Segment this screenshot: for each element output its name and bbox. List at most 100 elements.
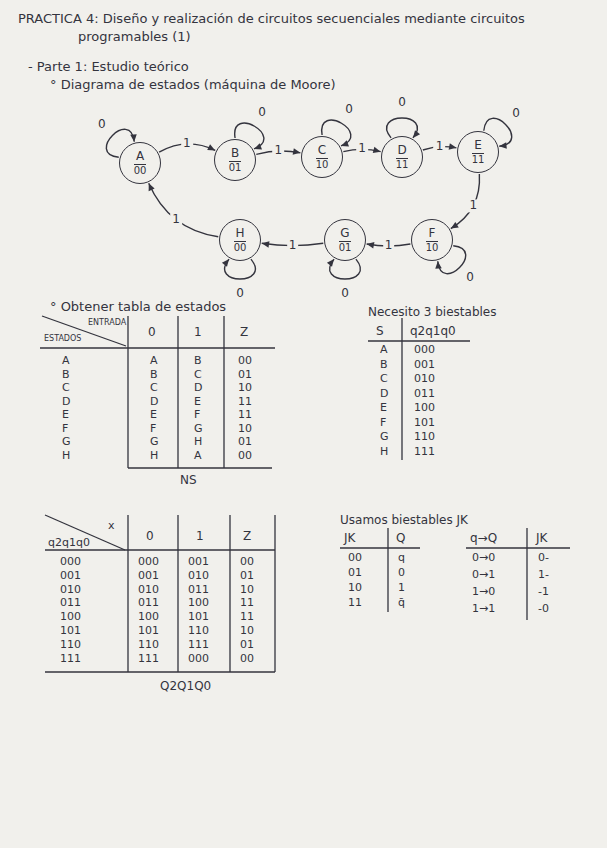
state-name: B [231, 147, 239, 160]
note-text: D [150, 396, 158, 409]
note-text: H [150, 450, 158, 463]
table-rule [274, 515, 275, 672]
state-circle: A00 [119, 142, 161, 184]
state-output: 01 [339, 241, 352, 254]
note-text: 1 [194, 326, 202, 340]
transition-line [387, 118, 418, 138]
note-text: F [62, 423, 68, 436]
arrow-head [373, 147, 381, 153]
note-text: JK [536, 532, 547, 546]
note-text: 010 [60, 584, 81, 597]
transition-label: 0 [396, 96, 408, 109]
note-text: 111 [138, 653, 159, 666]
page-title: PRACTICA 4: Diseño y realización de circ… [18, 10, 598, 45]
note-text: 10 [348, 582, 362, 595]
note-text: 1→1 [472, 603, 495, 616]
note-text: E [150, 409, 157, 422]
arrow-head [449, 143, 457, 149]
note-text: 101 [60, 625, 81, 638]
note-text: Z [240, 326, 248, 340]
note-text: 01 [240, 639, 254, 652]
table-rule [401, 318, 402, 460]
note-text: A [380, 344, 388, 357]
note-text: 0→0 [472, 552, 495, 565]
table-rule [368, 340, 470, 341]
transition-label: 1 [170, 213, 182, 226]
transition-label: 0 [464, 272, 476, 285]
table-rule [387, 528, 388, 612]
table-rule [40, 347, 275, 348]
table-rule [177, 515, 178, 672]
note-text: C [194, 369, 202, 382]
note-text: 1 [398, 582, 405, 595]
note-text: 000 [138, 556, 159, 569]
state-circle: G01 [324, 219, 366, 261]
note-text: 011 [414, 388, 435, 401]
note-text: - Parte 1: Estudio teórico [28, 60, 189, 75]
note-text: 00 [238, 450, 252, 463]
transition-label: 1 [383, 239, 395, 252]
note-text: 01 [348, 567, 362, 580]
transition-label: 1 [272, 144, 284, 157]
arrow-head [451, 222, 459, 229]
table-rule [526, 528, 527, 620]
note-text: 110 [138, 639, 159, 652]
arrow-head [262, 241, 270, 247]
note-text: B [194, 355, 202, 368]
arrow-head [499, 142, 507, 148]
note-text: 0 [148, 326, 156, 340]
note-text: G [380, 431, 389, 444]
note-text: 101 [188, 611, 209, 624]
note-text: 100 [60, 611, 81, 624]
transition-label: 1 [434, 140, 446, 153]
note-text: 1→0 [472, 586, 495, 599]
note-text: 000 [188, 653, 209, 666]
arrow-head [367, 242, 375, 248]
note-text: C [150, 382, 158, 395]
note-text: q2q1q0 [48, 537, 90, 550]
note-text: C [380, 373, 388, 386]
state-output: 11 [396, 158, 409, 171]
corner-line [42, 316, 126, 346]
arrow-head [327, 259, 334, 267]
note-text: 010 [188, 570, 209, 583]
note-text: B [150, 369, 158, 382]
note-text: 010 [138, 584, 159, 597]
note-text: 01 [240, 570, 254, 583]
note-text: 111 [414, 446, 435, 459]
note-text: F [150, 423, 156, 436]
note-text: 111 [60, 653, 81, 666]
note-text: 001 [138, 570, 159, 583]
note-text: 100 [414, 402, 435, 415]
note-text: 110 [60, 639, 81, 652]
note-text: 11 [348, 597, 362, 610]
note-text: H [62, 450, 70, 463]
note-text: B [380, 359, 388, 372]
transition-line [451, 174, 480, 229]
note-text: B [62, 369, 70, 382]
note-text: 100 [188, 597, 209, 610]
note-text: D [380, 388, 388, 401]
state-circle: H00 [219, 219, 261, 261]
note-text: 0→1 [472, 569, 495, 582]
state-name: C [318, 144, 326, 157]
note-text: 110 [414, 431, 435, 444]
note-text: E [62, 409, 69, 422]
note-text: 10 [240, 625, 254, 638]
note-text: A [62, 355, 70, 368]
note-text: E [380, 402, 387, 415]
note-text: ° Obtener tabla de estados [50, 300, 226, 315]
transition-label: 0 [510, 107, 522, 120]
note-text: 000 [60, 556, 81, 569]
transition-line [149, 183, 219, 237]
state-circle: C10 [301, 136, 343, 178]
note-text: 10 [238, 382, 252, 395]
table-rule [340, 547, 420, 548]
arrow-head [222, 259, 229, 267]
note-text: F [194, 409, 200, 422]
note-text: 00 [240, 653, 254, 666]
note-text: 00 [348, 552, 362, 565]
